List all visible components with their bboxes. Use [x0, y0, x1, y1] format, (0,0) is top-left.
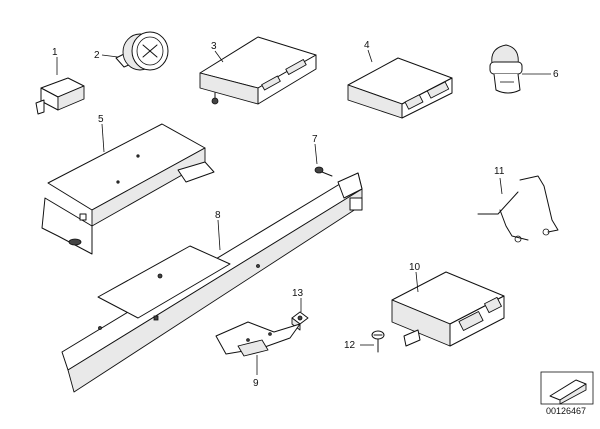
callout-6: 6 — [553, 69, 559, 80]
part-6-clip[interactable] — [489, 44, 523, 94]
callout-11: 11 — [494, 166, 505, 177]
callout-13: 13 — [292, 288, 304, 299]
leader-2 — [101, 54, 119, 58]
part-2-buzzer[interactable] — [115, 31, 169, 71]
part-8-rail[interactable] — [61, 172, 363, 393]
leader-11 — [499, 177, 503, 195]
callout-10: 10 — [409, 262, 421, 273]
callout-9: 9 — [253, 378, 259, 389]
leader-8 — [217, 219, 221, 251]
reference-thumbnail — [540, 371, 594, 405]
callout-5: 5 — [98, 114, 104, 125]
part-9-plate[interactable] — [215, 321, 301, 357]
callout-8: 8 — [215, 210, 221, 221]
diagram-id: 00126467 — [546, 406, 586, 416]
callout-12: 12 — [344, 340, 356, 351]
part-1-relay[interactable] — [35, 77, 85, 115]
leader-5 — [101, 123, 105, 153]
callout-7: 7 — [312, 134, 318, 145]
part-11-wire-bracket[interactable] — [477, 175, 559, 243]
part-7-screw[interactable] — [314, 166, 333, 177]
leader-4 — [367, 49, 373, 63]
part-5-bracket[interactable] — [41, 123, 215, 255]
part-3-control-module[interactable] — [199, 36, 317, 105]
leader-3 — [214, 50, 224, 63]
callout-4: 4 — [364, 40, 370, 51]
part-12-screw[interactable] — [371, 330, 385, 353]
part-10-control-unit[interactable] — [391, 271, 505, 347]
callout-1: 1 — [52, 47, 58, 58]
leader-10 — [415, 271, 419, 293]
part-4-module[interactable] — [347, 57, 453, 119]
callout-2: 2 — [94, 50, 100, 61]
leader-7 — [314, 143, 318, 165]
callout-3: 3 — [211, 41, 217, 52]
